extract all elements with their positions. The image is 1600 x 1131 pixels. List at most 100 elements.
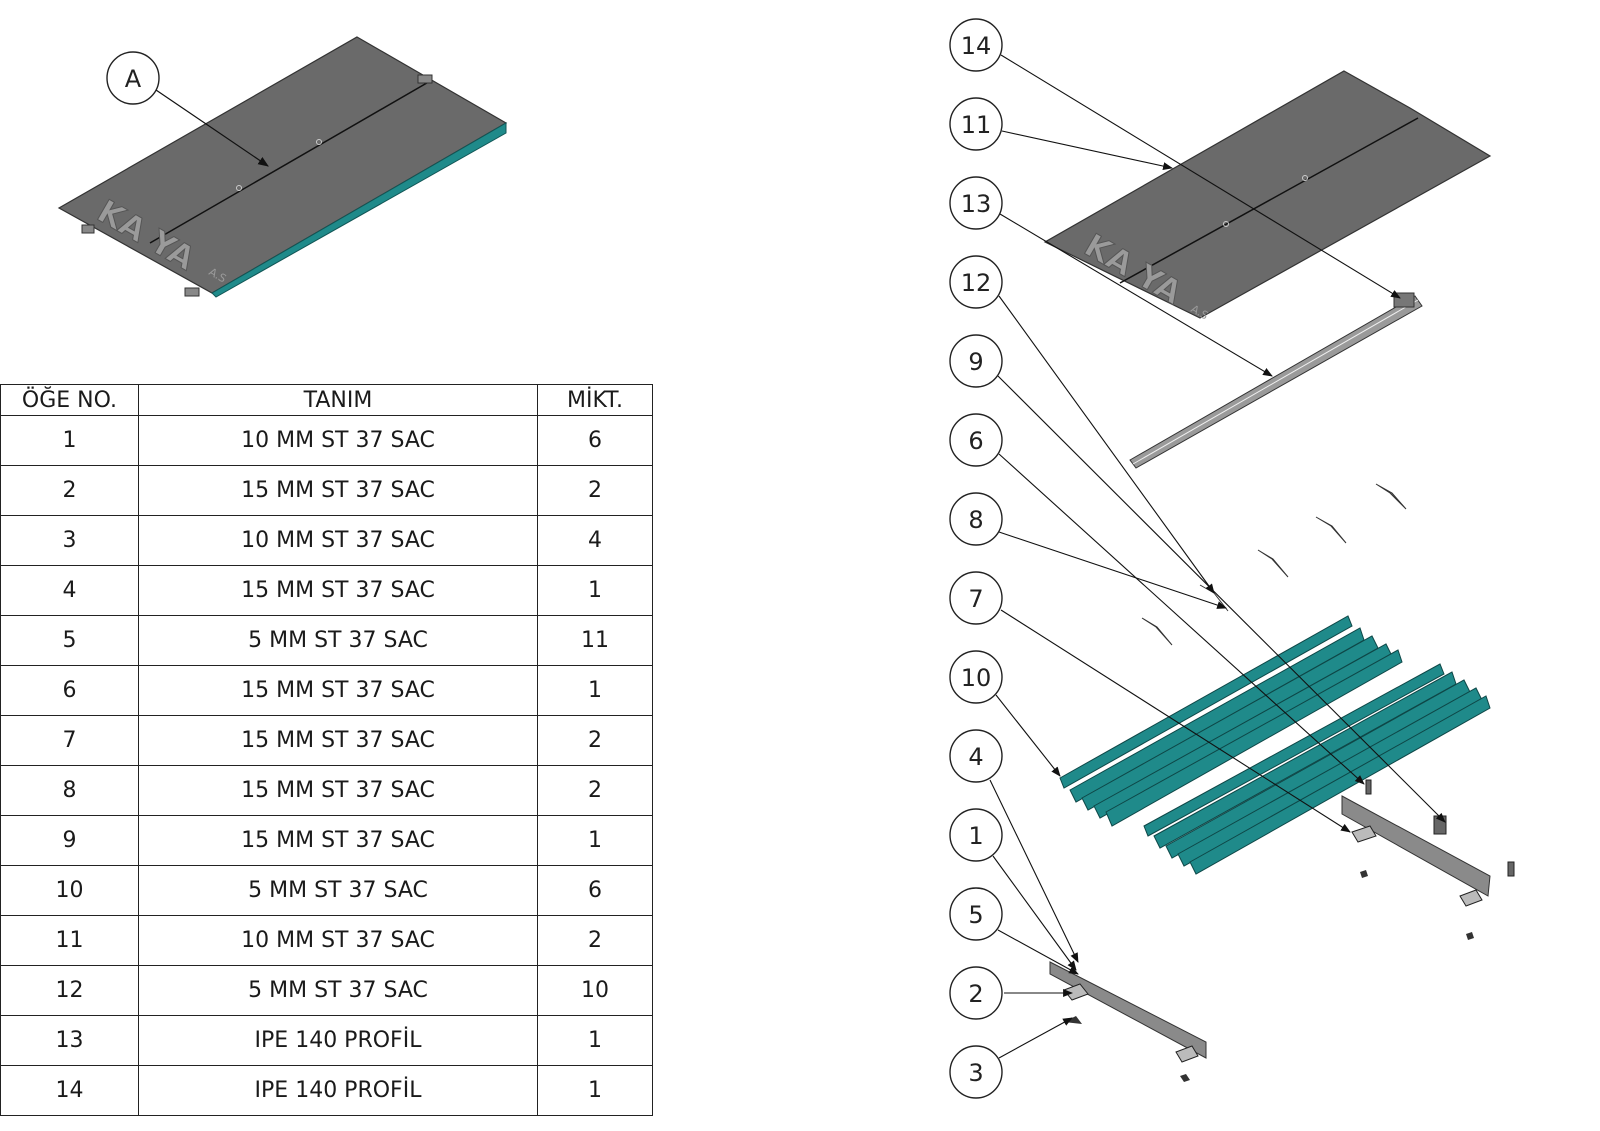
balloon-14: 14 — [949, 18, 1003, 72]
quantity: 6 — [537, 865, 653, 916]
quantity: 2 — [537, 915, 653, 966]
item-no: 11 — [0, 915, 139, 966]
svg-text:14: 14 — [961, 32, 992, 60]
balloon-4: 4 — [949, 729, 1003, 783]
side-channel-assembled — [211, 122, 507, 298]
quantity: 10 — [537, 965, 653, 1016]
balloon-11: 11 — [949, 97, 1003, 151]
quantity: 1 — [537, 665, 653, 716]
balloon-13: 13 — [949, 176, 1003, 230]
item-no: 7 — [0, 715, 139, 766]
item-no: 9 — [0, 815, 139, 866]
detail-label: A — [125, 65, 142, 93]
quantity: 2 — [537, 765, 653, 816]
detail-leader — [155, 89, 269, 167]
quantity: 4 — [537, 515, 653, 566]
balloon-3: 3 — [949, 1045, 1003, 1099]
description: 15 MM ST 37 SAC — [138, 715, 538, 766]
balloon-7: 7 — [949, 571, 1003, 625]
description: IPE 140 PROFİL — [138, 1065, 538, 1116]
balloon-5: 5 — [949, 887, 1003, 941]
svg-text:9: 9 — [968, 348, 983, 376]
quantity: 2 — [537, 715, 653, 766]
svg-text:11: 11 — [961, 111, 992, 139]
svg-text:1: 1 — [968, 822, 983, 850]
balloon-6: 6 — [949, 413, 1003, 467]
description: 5 MM ST 37 SAC — [138, 965, 538, 1016]
description: 10 MM ST 37 SAC — [138, 415, 538, 466]
bom-header-row: ÖĞE NO. TANIM MİKT. — [0, 384, 653, 416]
svg-text:8: 8 — [968, 506, 983, 534]
detail-balloon — [106, 51, 160, 105]
balloon-9: 9 — [949, 334, 1003, 388]
description: 15 MM ST 37 SAC — [138, 765, 538, 816]
balloon-2: 2 — [949, 966, 1003, 1020]
plate-seam — [149, 79, 433, 244]
balloon-12: 12 — [949, 255, 1003, 309]
header-quantity: MİKT. — [537, 384, 653, 416]
description: 5 MM ST 37 SAC — [138, 865, 538, 916]
balloon-8: 8 — [949, 492, 1003, 546]
header-item-no: ÖĞE NO. — [0, 384, 139, 416]
item-no: 6 — [0, 665, 139, 716]
balloon-10: 10 — [949, 650, 1003, 704]
svg-text:2: 2 — [968, 980, 983, 1008]
svg-text:13: 13 — [961, 190, 992, 218]
description: 10 MM ST 37 SAC — [138, 515, 538, 566]
balloon-1: 1 — [949, 808, 1003, 862]
svg-text:5: 5 — [968, 901, 983, 929]
description: 5 MM ST 37 SAC — [138, 615, 538, 666]
side-beam-right — [1341, 795, 1491, 897]
item-no: 1 — [0, 415, 139, 466]
svg-text:3: 3 — [968, 1059, 983, 1087]
item-no: 5 — [0, 615, 139, 666]
quantity: 1 — [537, 1015, 653, 1066]
item-no: 4 — [0, 565, 139, 616]
lifting-lug — [417, 74, 433, 84]
description: 15 MM ST 37 SAC — [138, 465, 538, 516]
side-beam-left — [1049, 961, 1207, 1059]
description: 15 MM ST 37 SAC — [138, 565, 538, 616]
quantity: 6 — [537, 415, 653, 466]
svg-text:12: 12 — [961, 269, 992, 297]
assembled-view: KA YA A.S A — [57, 36, 508, 298]
header-description: TANIM — [138, 384, 538, 416]
quantity: 1 — [537, 815, 653, 866]
item-no: 3 — [0, 515, 139, 566]
quantity: 1 — [537, 565, 653, 616]
quantity: 2 — [537, 465, 653, 516]
item-no: 2 — [0, 465, 139, 516]
description: 15 MM ST 37 SAC — [138, 815, 538, 866]
item-no: 14 — [0, 1065, 139, 1116]
item-no: 8 — [0, 765, 139, 816]
svg-text:6: 6 — [968, 427, 983, 455]
quantity: 1 — [537, 1065, 653, 1116]
leader-lines — [989, 54, 1446, 1059]
svg-text:4: 4 — [968, 743, 983, 771]
quantity: 11 — [537, 615, 653, 666]
svg-text:10: 10 — [961, 664, 992, 692]
channel-group-2 — [1143, 663, 1491, 875]
item-no: 13 — [0, 1015, 139, 1066]
channel-group-1 — [1059, 615, 1403, 827]
exploded-view: KA YA A.S — [949, 18, 1515, 1099]
deck-plate-exploded — [1043, 70, 1492, 319]
description: IPE 140 PROFİL — [138, 1015, 538, 1066]
item-no: 12 — [0, 965, 139, 1016]
item-no: 10 — [0, 865, 139, 916]
description: 15 MM ST 37 SAC — [138, 665, 538, 716]
svg-text:7: 7 — [968, 585, 983, 613]
